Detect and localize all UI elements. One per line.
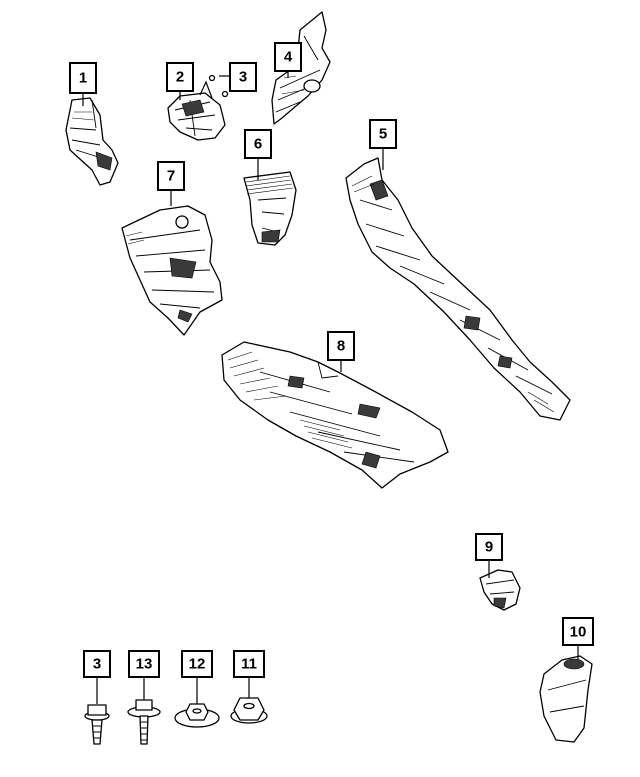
- callout-5: 5: [369, 119, 397, 149]
- callout-10: 10: [562, 617, 594, 646]
- callout-6: 6: [244, 129, 272, 159]
- callout-5-label: 5: [379, 126, 387, 143]
- fastener-11-hex-nut: [230, 697, 268, 724]
- callout-1: 1: [69, 62, 97, 94]
- callout-7: 7: [157, 161, 185, 191]
- callout-8-label: 8: [337, 338, 345, 355]
- callout-4-label: 4: [284, 49, 293, 66]
- callout-3-bottom-label: 3: [93, 656, 101, 673]
- part-1-heat-shield: [65, 97, 119, 186]
- callout-2-label: 2: [176, 69, 184, 86]
- callout-12-label: 12: [189, 656, 206, 673]
- part-9-small-bracket: [479, 569, 521, 611]
- callout-4: 4: [274, 42, 302, 72]
- callout-6-label: 6: [254, 136, 262, 153]
- callout-9: 9: [475, 533, 503, 561]
- callout-11-label: 11: [241, 656, 257, 673]
- callout-2: 2: [166, 62, 194, 92]
- part-10-end-shield: [539, 655, 593, 743]
- callout-7-label: 7: [167, 168, 175, 185]
- fastener-12-flange-nut: [174, 703, 220, 728]
- part-6-mid-shield: [243, 171, 297, 246]
- callout-3-bottom: 3: [83, 650, 111, 678]
- part-3-clips-top: [208, 74, 232, 98]
- callout-8: 8: [327, 331, 355, 361]
- part-5-tunnel-shield: [345, 157, 571, 421]
- callout-13-label: 13: [136, 656, 153, 673]
- part-8-central-shield: [221, 341, 449, 489]
- callout-3-top: 3: [229, 62, 257, 92]
- part-7-large-shield: [121, 205, 223, 336]
- callout-12: 12: [181, 650, 213, 678]
- callout-11: 11: [233, 650, 265, 678]
- fastener-3-clip: [84, 704, 110, 745]
- callout-10-label: 10: [570, 624, 587, 641]
- part-2-bracket-shield: [167, 80, 226, 141]
- callout-1-label: 1: [79, 70, 87, 87]
- callout-13: 13: [128, 650, 160, 678]
- callout-3-top-label: 3: [239, 69, 247, 86]
- callout-9-label: 9: [485, 539, 493, 556]
- fastener-13-bolt: [127, 699, 161, 745]
